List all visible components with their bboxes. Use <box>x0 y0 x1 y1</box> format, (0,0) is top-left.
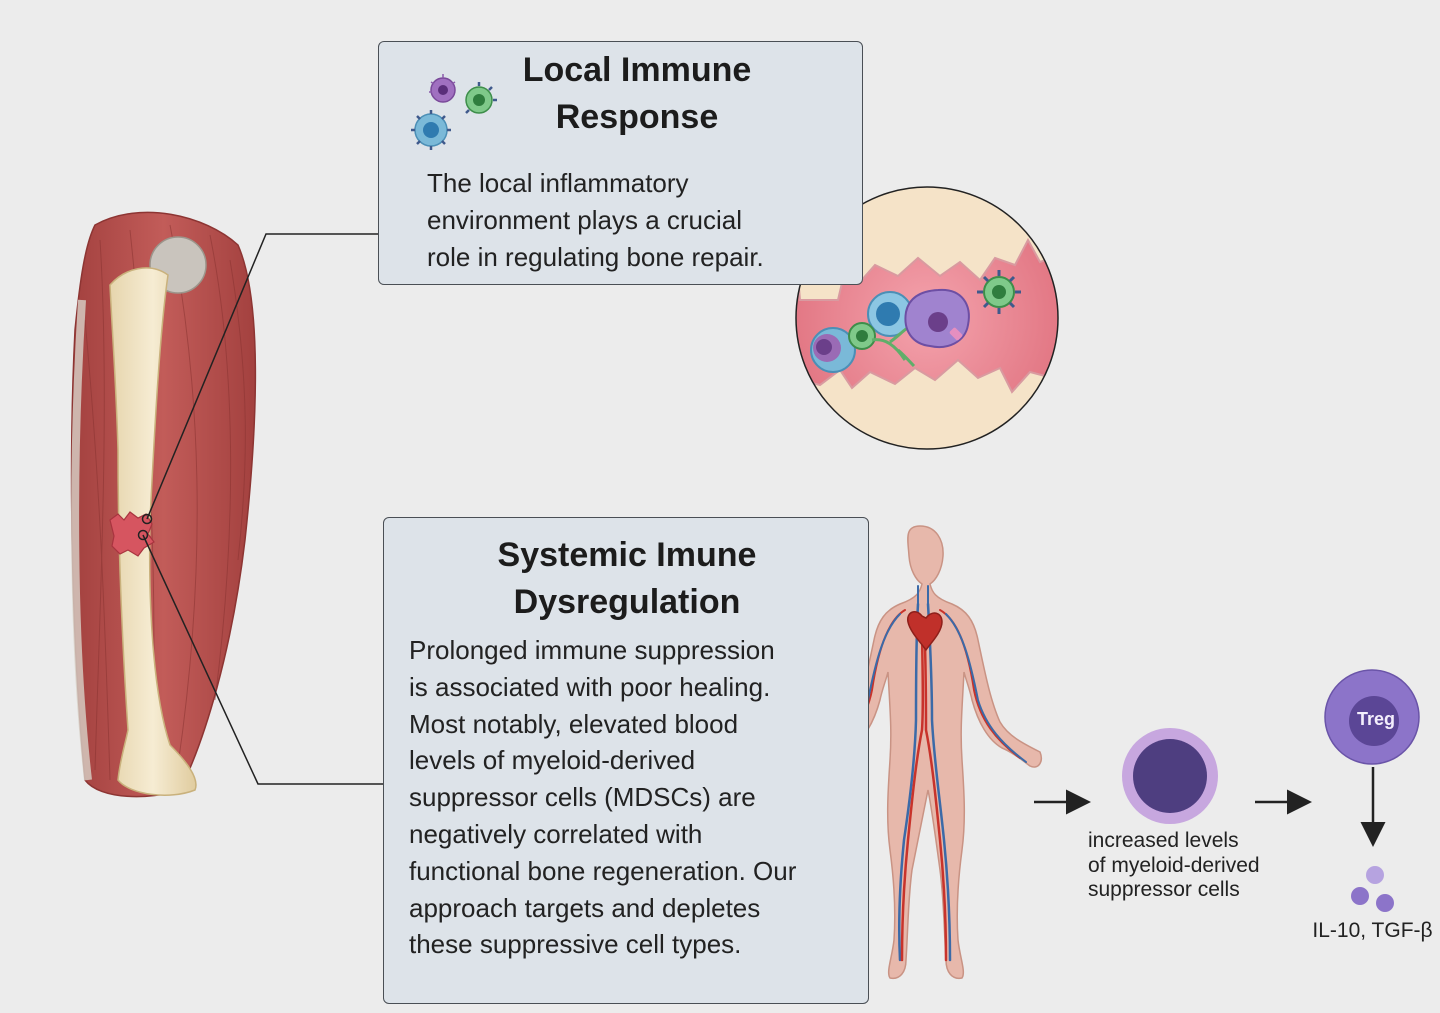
systemic-dysregulation-title: Systemic Imune Dysregulation <box>497 536 757 621</box>
fracture-site <box>109 511 155 557</box>
systemic-dysregulation-text: Prolonged immune suppression is associat… <box>409 635 797 960</box>
connector-lines <box>142 233 383 785</box>
connector-to-systemic <box>142 534 383 785</box>
fracture-marker-lower <box>137 529 149 541</box>
treg-cell-icon <box>1324 669 1420 765</box>
femur-illustration <box>70 211 257 798</box>
treg-label: Treg <box>1356 709 1395 729</box>
local-immune-response-box: Local Immune Response The local inflamma… <box>378 41 863 285</box>
heart-icon <box>907 611 943 652</box>
femur-shaft <box>109 267 197 796</box>
systemic-dysregulation-box: Systemic Imune Dysregulation Prolonged i… <box>383 517 869 1004</box>
mdsc-caption: increased levels of myeloid-derived supp… <box>1088 829 1260 901</box>
local-immune-response-text: The local inflammatory environment plays… <box>427 168 764 272</box>
cytokine-label: IL-10, TGF-β <box>1312 919 1433 942</box>
immune-cells-cluster <box>810 270 1021 373</box>
fascia-edge <box>71 299 92 781</box>
local-immune-response-title: Local Immune Response <box>522 51 752 136</box>
cytokine-particles-icon <box>1351 866 1394 912</box>
mdsc-cell-icon <box>1122 728 1218 824</box>
immune-cells-icon <box>411 74 497 150</box>
fracture-marker-upper <box>141 513 153 525</box>
connector-to-local <box>146 233 378 520</box>
